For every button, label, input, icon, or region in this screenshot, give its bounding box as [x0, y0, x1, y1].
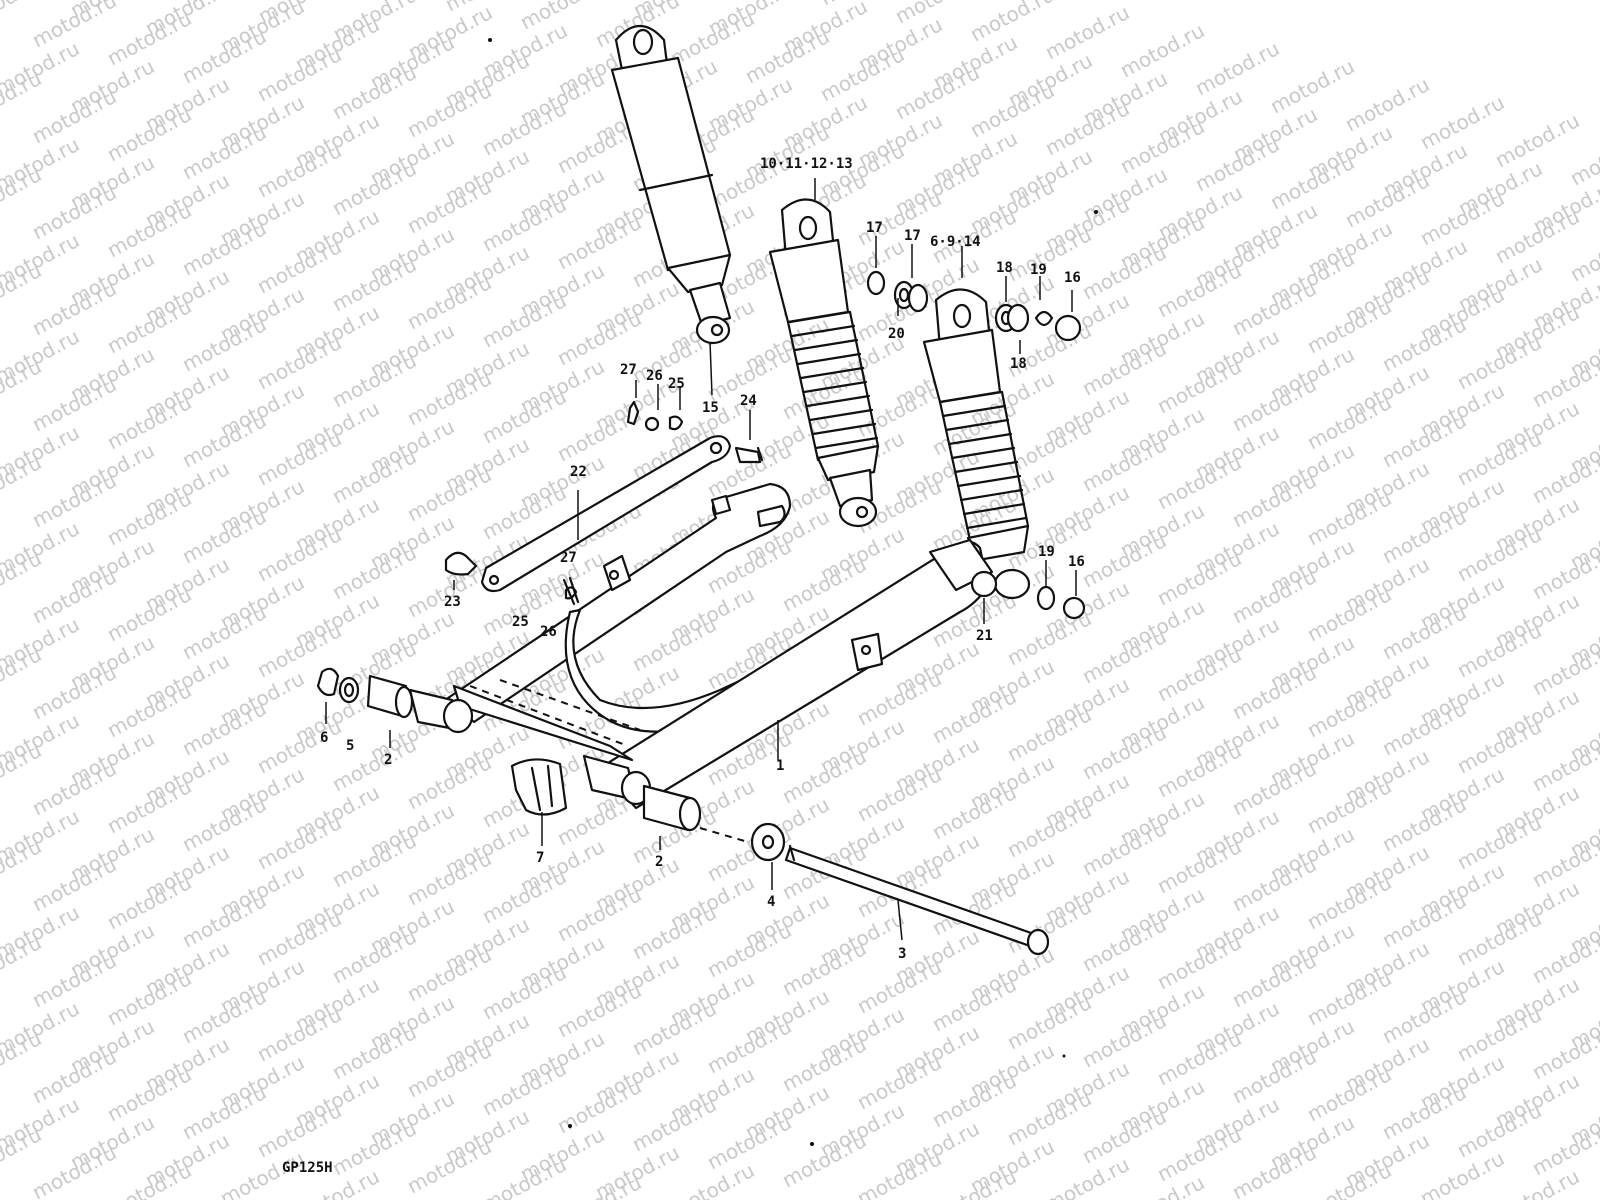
- callout-19: 19: [1038, 544, 1055, 560]
- rear-shock-absorber-middle: [768, 198, 880, 528]
- model-code: GP125H: [282, 1160, 333, 1176]
- callout-labels: 1 2 2 3 4 5 6 7 10·11·12·13 6·9·14 15 16…: [320, 156, 1085, 962]
- callout-18: 18: [1010, 356, 1027, 372]
- callout-15: 15: [702, 400, 719, 416]
- upper-washers-nuts: [866, 270, 1082, 342]
- callout-4: 4: [767, 894, 775, 910]
- watermark-text: motod.ru: [928, 1164, 1020, 1200]
- rear-shock-absorber-right: [922, 288, 1031, 600]
- callout-18: 18: [996, 260, 1013, 276]
- callout-27: 27: [620, 362, 637, 378]
- callout-7: 7: [536, 850, 544, 866]
- callout-25: 25: [668, 376, 685, 392]
- watermark-text: motod.ru: [103, 1158, 195, 1200]
- callout-20: 20: [888, 326, 905, 342]
- callout-27: 27: [560, 550, 577, 566]
- callout-10-11-12-13: 10·11·12·13: [760, 156, 853, 172]
- callout-25: 25: [512, 614, 529, 630]
- callout-26: 26: [540, 624, 557, 640]
- leader-lines: [325, 178, 1077, 941]
- callout-24: 24: [740, 393, 757, 409]
- scan-specks: [488, 38, 1098, 1146]
- torque-link-rod: [444, 400, 764, 606]
- callout-16: 16: [1068, 554, 1085, 570]
- callout-23: 23: [444, 594, 461, 610]
- callout-2: 2: [655, 854, 663, 870]
- callout-17: 17: [866, 220, 883, 236]
- lower-washers-nuts: [970, 570, 1086, 620]
- rear-shock-absorber-upper: [610, 25, 732, 345]
- callout-16: 16: [1064, 270, 1081, 286]
- watermark-text: motod.ru: [478, 1152, 570, 1200]
- pivot-bushes: [316, 667, 702, 832]
- callout-1: 1: [776, 758, 784, 774]
- callout-26: 26: [646, 368, 663, 384]
- callout-17: 17: [904, 228, 921, 244]
- callout-6: 6: [320, 730, 328, 746]
- watermark-text: motod.ru: [1303, 1158, 1395, 1200]
- callout-2: 2: [384, 752, 392, 768]
- pivot-shaft: [699, 822, 1050, 956]
- callout-22: 22: [570, 464, 587, 480]
- callout-21: 21: [976, 628, 993, 644]
- callout-6-9-14: 6·9·14: [930, 234, 981, 250]
- callout-19: 19: [1030, 262, 1047, 278]
- swing-arm: [408, 482, 994, 810]
- callout-5: 5: [346, 738, 354, 754]
- callout-3: 3: [898, 946, 906, 962]
